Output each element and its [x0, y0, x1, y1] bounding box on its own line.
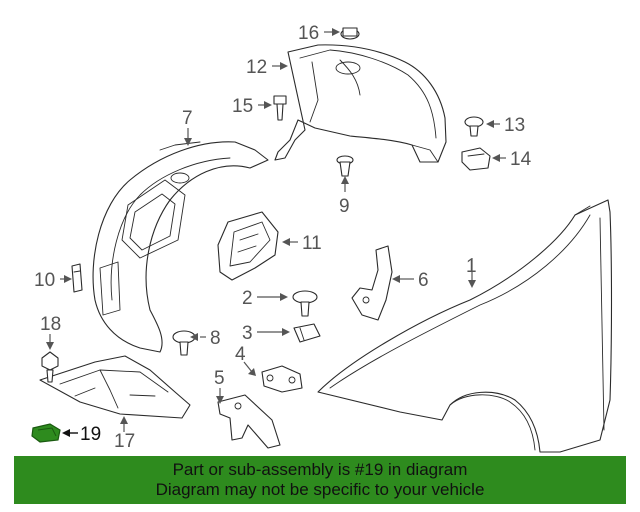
- callout-9[interactable]: 9: [339, 196, 350, 217]
- callout-leaders: [46, 28, 506, 437]
- part-9-push-rivet[interactable]: [336, 155, 354, 177]
- part-16-nut[interactable]: [340, 27, 360, 40]
- callout-3[interactable]: 3: [242, 323, 253, 344]
- part-12-upper-shield[interactable]: [274, 44, 447, 163]
- part-8-bolt[interactable]: [172, 330, 196, 356]
- part-18-bolt[interactable]: [41, 351, 59, 383]
- callout-14[interactable]: 14: [510, 149, 532, 170]
- callout-8[interactable]: 8: [210, 328, 221, 349]
- part-13-bolt[interactable]: [464, 116, 484, 137]
- part-4-nut-clip[interactable]: [261, 365, 303, 393]
- part-2-bolt[interactable]: [292, 290, 318, 317]
- part-7-wheel-arch-liner[interactable]: [92, 141, 269, 353]
- part-19-highlighted[interactable]: [31, 423, 61, 443]
- banner-line-1: Part or sub-assembly is #19 in diagram: [172, 460, 468, 479]
- callout-12[interactable]: 12: [246, 57, 267, 78]
- callout-13[interactable]: 13: [504, 115, 525, 136]
- callout-16[interactable]: 16: [298, 23, 319, 44]
- callout-15[interactable]: 15: [232, 96, 253, 117]
- callout-17[interactable]: 17: [114, 431, 135, 452]
- part-6-bracket[interactable]: [351, 245, 393, 321]
- part-1-fender[interactable]: [317, 199, 613, 453]
- part-11-liner-piece[interactable]: [217, 211, 279, 281]
- callout-4[interactable]: 4: [235, 344, 246, 365]
- callout-7[interactable]: 7: [182, 108, 193, 129]
- callout-19[interactable]: 19: [80, 424, 101, 445]
- info-banner: Part or sub-assembly is #19 in diagram D…: [14, 456, 626, 504]
- callout-1[interactable]: 1: [466, 256, 477, 277]
- callout-18[interactable]: 18: [40, 314, 61, 335]
- part-10-clip[interactable]: [71, 263, 83, 293]
- part-3-clip-nut[interactable]: [293, 323, 321, 343]
- callout-11[interactable]: 11: [302, 233, 322, 254]
- part-15-screw[interactable]: [273, 95, 287, 121]
- banner-line-2: Diagram may not be specific to your vehi…: [155, 480, 485, 499]
- callout-10[interactable]: 10: [34, 270, 55, 291]
- callout-labels: 1 2 3 4 5 6 7 8 9 10 11 12 13 14 15 16 1…: [34, 23, 532, 452]
- parts-diagram: 1 2 3 4 5 6 7 8 9 10 11 12 13 14 15 16 1…: [31, 23, 613, 453]
- callout-2[interactable]: 2: [242, 288, 253, 309]
- callout-6[interactable]: 6: [418, 270, 429, 291]
- part-5-lower-bracket[interactable]: [217, 394, 281, 449]
- part-14-clip-nut[interactable]: [461, 147, 491, 171]
- callout-5[interactable]: 5: [214, 368, 225, 389]
- part-17-under-panel[interactable]: [39, 355, 191, 419]
